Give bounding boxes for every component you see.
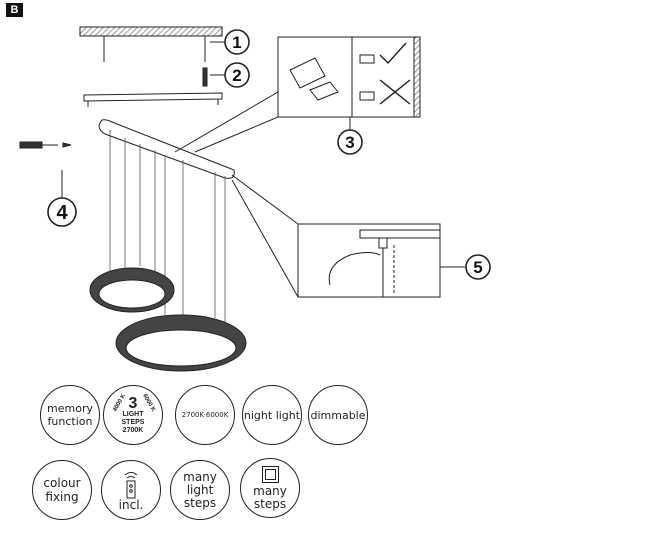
- label: 2700K-6000K: [181, 410, 229, 419]
- cross-icon: [379, 79, 411, 105]
- label: many: [253, 483, 287, 498]
- label-2700k: 2700K: [122, 426, 144, 434]
- step-4: 4: [56, 202, 68, 224]
- label: memory: [47, 402, 93, 415]
- label: LIGHT: [122, 410, 144, 418]
- step-markers: [47, 29, 491, 280]
- crystal-ring-small: [89, 267, 175, 313]
- feature-cct-range: 2700K-6000K: [175, 385, 235, 445]
- label: function: [47, 415, 93, 428]
- step-5: 5: [473, 258, 482, 277]
- section-label: B: [6, 3, 23, 17]
- remote-control-icon: [124, 471, 138, 498]
- mounting-plate: [83, 92, 223, 107]
- feature-memory-function: memory function: [40, 385, 100, 445]
- label: steps: [253, 496, 287, 511]
- step-3: 3: [345, 133, 354, 152]
- label: STEPS: [121, 418, 145, 426]
- label: dimmable: [310, 408, 366, 422]
- label: fixing: [45, 490, 79, 504]
- feature-remote-included: incl.: [101, 460, 161, 520]
- wall-switch-icon: [261, 465, 279, 483]
- anchor-plug: [202, 67, 208, 87]
- canopy-bar: [98, 119, 235, 179]
- steps-count: 3: [128, 394, 138, 412]
- feature-light-steps: 4000 K 6000 K 3 LIGHT STEPS 2700K: [103, 385, 163, 445]
- hand: [328, 252, 381, 286]
- feature-colour-fixing: colour fixing: [32, 460, 92, 520]
- suspension-wires: [109, 130, 226, 322]
- label: night light: [243, 408, 301, 422]
- detail-box-height-adjust: [297, 223, 441, 298]
- crystal-ring-large: [115, 314, 247, 372]
- step-1: 1: [232, 33, 241, 52]
- feature-dimmable: dimmable: [308, 385, 368, 445]
- ceiling: [79, 26, 223, 37]
- feature-many-steps: many steps: [240, 458, 300, 518]
- check-icon: [379, 42, 407, 65]
- label: many: [183, 469, 217, 484]
- feature-many-light-steps: many light steps: [170, 460, 230, 520]
- step-2: 2: [232, 66, 241, 85]
- label: steps: [183, 495, 217, 510]
- label: colour: [43, 476, 81, 490]
- label: light: [186, 482, 214, 497]
- screwdriver-icon: [19, 141, 72, 149]
- label: incl.: [118, 497, 144, 512]
- feature-night-light: night light: [242, 385, 302, 445]
